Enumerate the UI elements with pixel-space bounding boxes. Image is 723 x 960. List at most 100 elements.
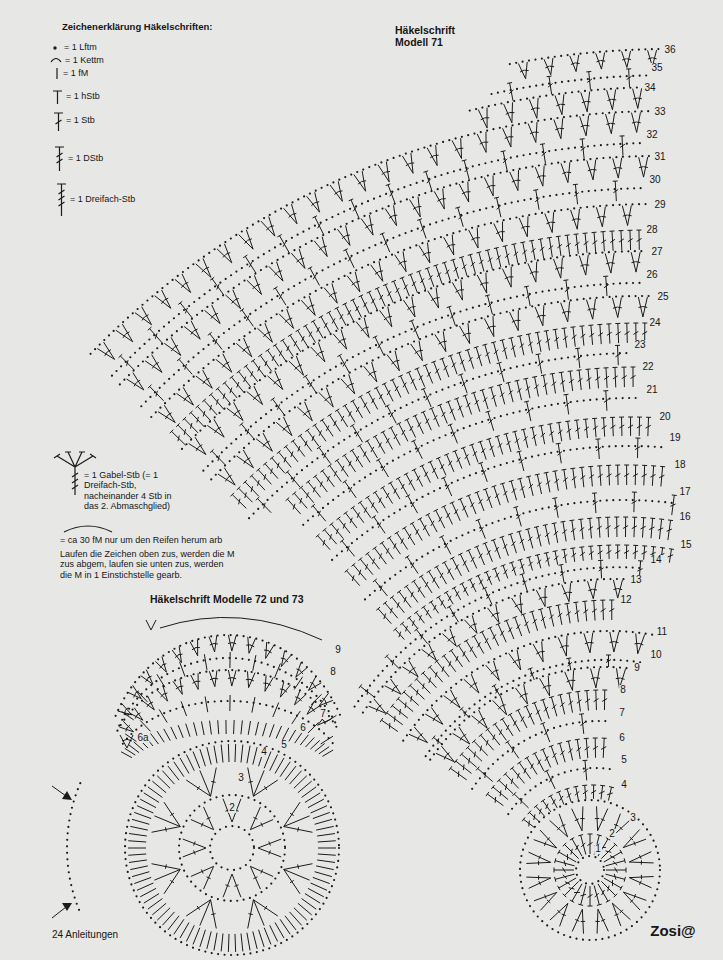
chart-heading: Häkelschrift Modell 71 [395, 24, 467, 48]
chain-dots [303, 398, 642, 525]
ring-arc [160, 617, 322, 640]
round-number: 28 [645, 225, 658, 235]
stitch-row [121, 720, 333, 758]
round-number: 13 [629, 575, 642, 585]
round-number: 5 [280, 740, 288, 750]
stitch-row [449, 690, 607, 780]
round-number: 1 [594, 844, 602, 854]
stitch-row [118, 635, 333, 715]
chain-dots [211, 296, 653, 479]
stitch-row [436, 668, 626, 762]
stitch-row [369, 580, 623, 713]
slip-stitch-symbol [51, 59, 61, 63]
stitch-row [518, 50, 656, 79]
stitch-row [148, 181, 618, 401]
stitch-row [522, 785, 614, 828]
round-number: 8 [329, 667, 337, 677]
chain-dots [116, 635, 341, 716]
stitch-row [125, 695, 333, 744]
stitch-row [432, 655, 611, 745]
stitch-row [97, 112, 640, 359]
stitch-row [170, 230, 642, 445]
chain-dots [520, 800, 660, 940]
stitch-row [340, 438, 640, 556]
legend-text: = 1 Stb [66, 115, 95, 125]
round-number: 7 [319, 709, 327, 719]
legend-text: = 1 Lftm [64, 42, 97, 52]
chain-dots [355, 567, 646, 706]
legend-text: = ca 30 fM nur um den Reifen herum arb [60, 535, 222, 545]
stitch-row [373, 492, 677, 596]
stitch-row [409, 632, 645, 743]
chain-dots [151, 204, 650, 417]
round-number: 26 [645, 270, 658, 280]
chart-heading: Häkelschrift Modelle 72 und 73 [150, 593, 303, 605]
stitch-row [122, 652, 337, 723]
round-number: 34 [643, 83, 656, 93]
legend-text: = 1 Dreifach-Stb [70, 194, 135, 204]
stitch-row [231, 323, 648, 508]
chain-dots [91, 111, 650, 354]
legend-symbols [51, 46, 112, 532]
round-number: 9 [334, 645, 342, 655]
stitch-row [393, 545, 674, 640]
stitch-row [478, 88, 642, 128]
round-number: 18 [673, 460, 686, 470]
round-number: 11 [656, 627, 668, 637]
chain-dots [426, 660, 645, 756]
chain-dots [492, 75, 648, 94]
double-symbol [54, 113, 63, 131]
chart-model-71 [91, 49, 677, 940]
ring-arc-symbol [64, 526, 112, 532]
chain-dots [120, 156, 650, 384]
chain-dots [119, 658, 337, 726]
round-number: 21 [645, 385, 658, 395]
round-number: 16 [678, 512, 691, 522]
legend-heading: Zeichenerklärung Häkelschriften: [62, 22, 212, 33]
stitch-row [127, 157, 648, 390]
round-number: 3 [237, 773, 245, 783]
round-number: 9 [633, 663, 641, 673]
round-number: 8 [619, 685, 627, 695]
stitch-row [210, 276, 609, 465]
chain-dots [510, 49, 660, 64]
chain-dots [123, 701, 333, 744]
stitch-ring [526, 806, 653, 933]
round-number: 17 [678, 487, 691, 497]
round-number: 23 [633, 340, 646, 350]
round-number: 30 [648, 175, 661, 185]
chain-dots [472, 721, 611, 789]
triple-treble-symbol [57, 184, 66, 216]
chart-model-72-73 [52, 617, 340, 955]
stitch-row [359, 560, 643, 697]
round-number: 6 [618, 733, 626, 743]
chain-symbol [53, 46, 56, 49]
round-number: 20 [658, 412, 671, 422]
round-number: 22 [641, 362, 654, 372]
pointer-line [52, 786, 66, 918]
round-number: 12 [619, 595, 632, 605]
round-number: 19 [668, 433, 681, 443]
round-number: 5 [620, 755, 628, 765]
stitch-row [476, 714, 585, 782]
round-number: 4 [260, 747, 268, 757]
stitch-row [345, 465, 665, 586]
chain-dots [179, 795, 285, 901]
round-number: 6 [299, 723, 307, 733]
round-number: 36 [663, 45, 676, 55]
round-number: 3 [629, 813, 637, 823]
stitch-row [218, 297, 647, 485]
stitch-row [316, 417, 651, 550]
legend-text: = 1 Kettm [65, 55, 104, 65]
stitch-symbol [120, 735, 133, 748]
chain-dots [363, 579, 626, 713]
stitch-row [119, 136, 625, 370]
half-double-symbol [53, 91, 62, 104]
note: Laufen die Zeichen oben zus, werden die … [60, 549, 238, 580]
round-number: 25 [656, 292, 669, 302]
chain-dots [365, 500, 674, 599]
legend-text: = 1 DStb [68, 153, 103, 163]
treble-symbol [55, 147, 64, 171]
